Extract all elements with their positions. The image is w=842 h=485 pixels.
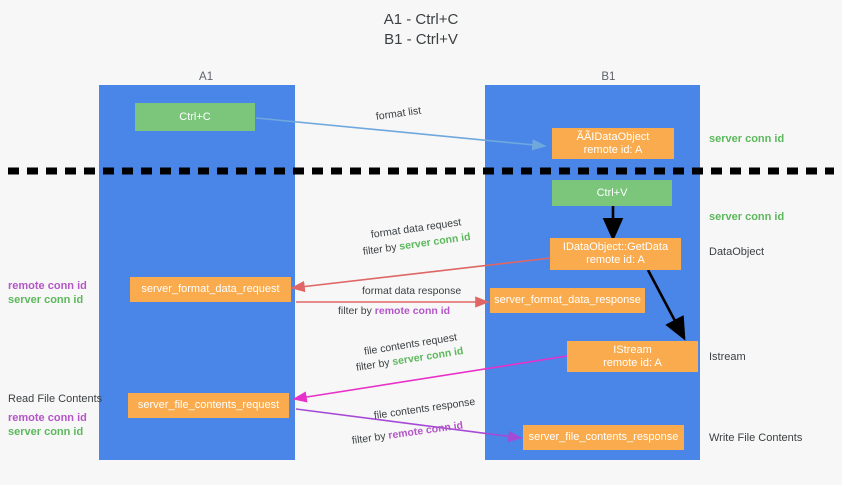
filter-prefix: filter by [355,356,394,374]
node-server-format-data-response-label: server_format_data_response [494,294,641,306]
right-label-write-file-contents: Write File Contents [709,431,802,446]
right-label-istream-text: Istream [709,351,746,363]
left-label-conn-ids-1: remote conn id server conn id [8,279,87,307]
right-label-write-file-contents-text: Write File Contents [709,432,803,444]
page-title: A1 - Ctrl+C B1 - Ctrl+V [383,11,459,48]
node-server-file-contents-response-label: server_file_contents_response [528,431,679,443]
right-label-server-conn-id-mid-text: server conn id [709,211,785,223]
node-ctrl-c-label: Ctrl+C [179,110,211,123]
filter-prefix: filter by [362,240,401,258]
edge-label-format-data-response-text: format data response [362,285,462,297]
node-idataobject-top-label: ÃÃIDataObject remote id: A [576,130,650,156]
left-label-conn-ids-2: remote conn id server conn id [8,411,87,439]
edge-label-format-data-response-filter: filter by remote conn id [338,304,450,319]
column-header-b1-name: B1 [601,71,616,83]
node-istream[interactable]: IStream remote id: A [567,341,698,372]
node-idataobject-getdata[interactable]: IDataObject::GetData remote id: A [550,238,681,270]
left-label-remote-conn-id-2: remote conn id [8,412,87,424]
node-ctrl-c[interactable]: Ctrl+C [135,103,255,131]
edge-label-format-data-response: format data response [362,284,461,299]
left-label-server-conn-id-1: server conn id [8,294,84,306]
edge-label-file-contents-response-filter: filter by remote conn id [351,418,464,448]
node-idataobject-getdata-label: IDataObject::GetData remote id: A [562,241,669,266]
left-label-read-file-contents: Read File Contents [8,392,102,407]
node-ctrl-v[interactable]: Ctrl+V [552,180,672,206]
node-server-file-contents-request-label: server_file_contents_request [137,399,280,411]
left-label-server-conn-id-2: server conn id [8,426,84,438]
node-server-format-data-request-label: server_format_data_request [141,283,280,295]
node-istream-label: IStream remote id: A [603,343,662,369]
right-label-istream: Istream [709,350,746,365]
column-header-a1-name: A1 [199,71,214,83]
node-server-format-data-request[interactable]: server_format_data_request [130,277,291,302]
right-label-server-conn-id-top: server conn id [709,132,784,147]
right-label-server-conn-id-top-text: server conn id [709,133,785,145]
right-label-server-conn-id-mid: server conn id [709,210,784,225]
filter-value-remote-conn-id: remote conn id [387,419,464,442]
right-label-data-object-text: DataObject [709,246,765,258]
filter-prefix: filter by [338,305,375,317]
edge-label-format-list-text: format list [375,104,422,123]
edge-label-format-list: format list [375,104,422,125]
node-server-format-data-response[interactable]: server_format_data_response [490,288,645,313]
node-ctrl-v-label: Ctrl+V [596,186,628,199]
filter-prefix: filter by [351,429,390,447]
node-server-file-contents-request[interactable]: server_file_contents_request [128,393,289,418]
left-label-read-file-contents-text: Read File Contents [8,393,103,405]
filter-value-remote-conn-id: remote conn id [374,305,451,317]
node-idataobject-top[interactable]: ÃÃIDataObject remote id: A [552,128,674,159]
left-label-remote-conn-id-1: remote conn id [8,280,87,292]
node-server-file-contents-response[interactable]: server_file_contents_response [523,425,684,450]
right-label-data-object: DataObject [709,245,764,260]
